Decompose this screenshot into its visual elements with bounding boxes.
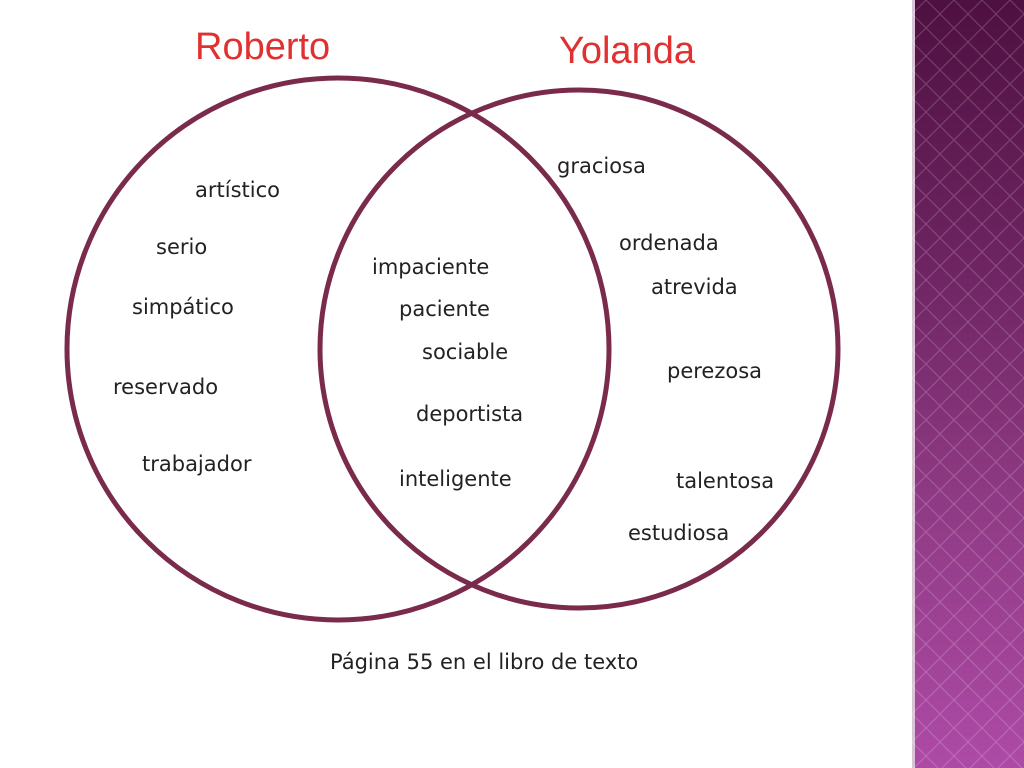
roberto-title: Roberto [195, 26, 331, 68]
right-trait: perezosa [667, 359, 763, 383]
yolanda-title: Yolanda [559, 30, 695, 72]
right-trait: ordenada [619, 231, 719, 255]
left-trait: artístico [195, 178, 280, 202]
shared-trait: impaciente [372, 255, 490, 279]
left-trait: reservado [113, 375, 219, 399]
shared-trait: deportista [416, 402, 524, 426]
shared-trait: inteligente [399, 467, 512, 491]
page-reference-caption: Página 55 en el libro de texto [330, 650, 639, 674]
decorative-side-bar [912, 0, 1024, 768]
yolanda-circle [317, 87, 841, 611]
venn-diagram [64, 75, 841, 623]
left-trait: serio [156, 235, 208, 259]
left-trait: trabajador [142, 452, 252, 476]
right-trait: graciosa [557, 154, 646, 178]
right-trait: talentosa [676, 469, 775, 493]
roberto-circle [64, 75, 612, 623]
right-trait: atrevida [651, 275, 738, 299]
shared-trait: paciente [399, 297, 490, 321]
left-trait: simpático [132, 295, 234, 319]
right-trait: estudiosa [628, 521, 730, 545]
diamond-pattern [912, 0, 1024, 768]
shared-trait: sociable [422, 340, 509, 364]
